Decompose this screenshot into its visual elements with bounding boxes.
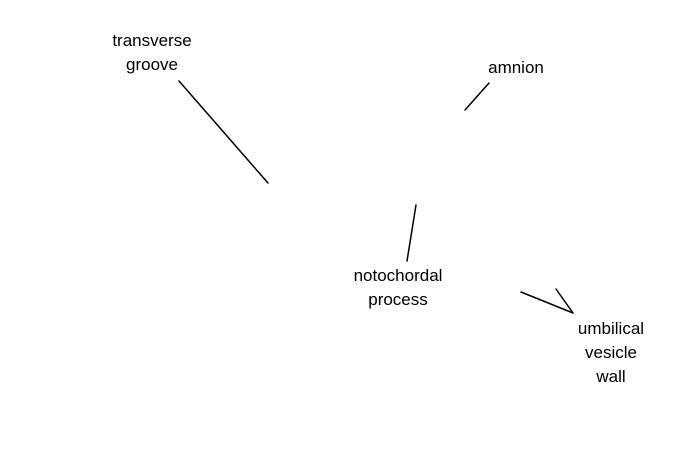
leader-line-umbilical-vesicle-wall-a [520, 291, 574, 314]
label-notochordal-process-line1: notochordal [353, 266, 443, 285]
label-umbilical-vesicle-wall-line3: wall [596, 367, 626, 386]
label-transverse-groove-line2: groove [126, 55, 178, 74]
label-amnion-line1: amnion [488, 58, 544, 77]
label-umbilical-vesicle-wall-line1: umbilical [577, 319, 645, 338]
label-notochordal-process: notochordal process [336, 264, 460, 312]
label-umbilical-vesicle-wall-line2: vesicle [585, 343, 637, 362]
label-amnion: amnion [478, 56, 554, 80]
leader-line-umbilical-vesicle-wall-b [555, 288, 574, 314]
leader-line-amnion [464, 82, 490, 111]
label-transverse-groove-line1: transverse [112, 31, 192, 50]
leader-line-notochordal-process [406, 204, 417, 262]
label-transverse-groove: transverse groove [96, 29, 208, 77]
leader-line-transverse-groove [178, 80, 269, 184]
label-notochordal-process-line2: process [368, 290, 428, 309]
label-umbilical-vesicle-wall: umbilical vesicle wall [564, 317, 658, 389]
